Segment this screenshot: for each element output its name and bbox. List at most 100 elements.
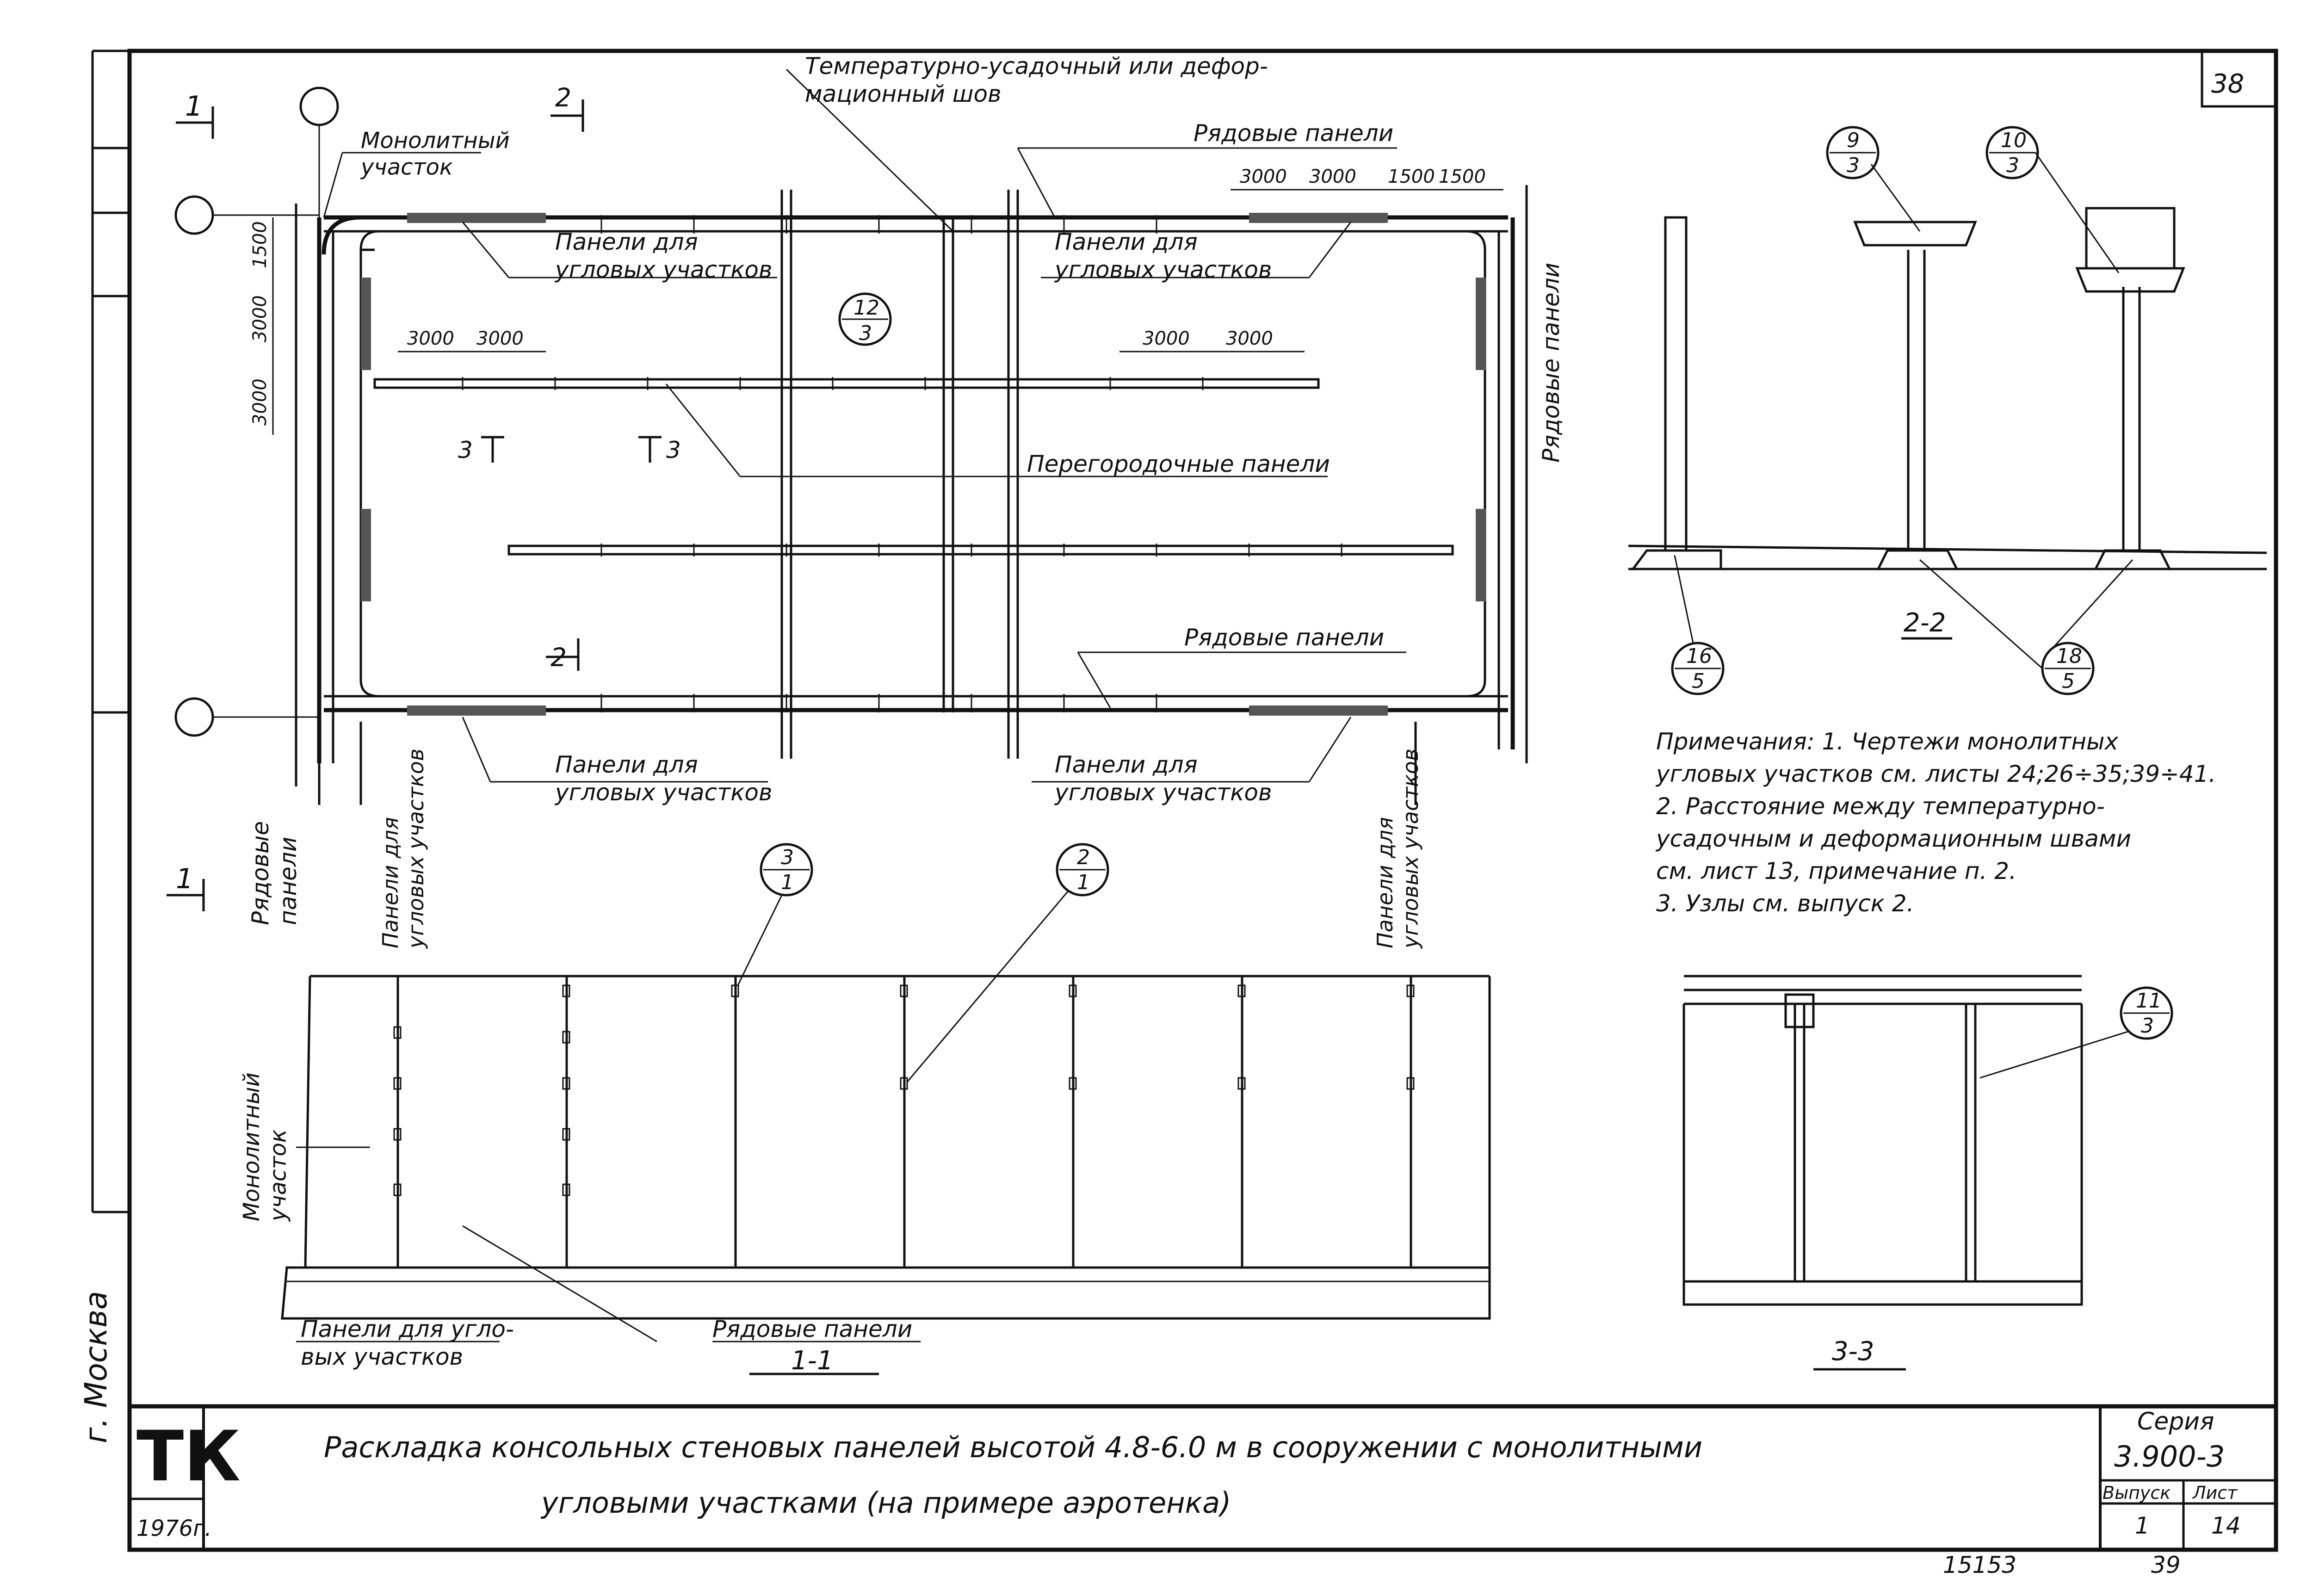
section-1-1: [281, 843, 1491, 1375]
title-block: [130, 1406, 2276, 1550]
series-value: 3.900-3: [2114, 1440, 2225, 1473]
text-line: участок: [266, 1129, 291, 1222]
label-row-panels-top: Рядовые панели: [1194, 120, 1393, 147]
text-line: Панели для: [1055, 229, 1198, 255]
series-label: Серия: [2137, 1408, 2214, 1435]
callout-3-den: 1: [781, 871, 794, 894]
section-3-3: [1682, 975, 2173, 1371]
note-line-3: 2. Расстояние между температурно-: [1656, 793, 2105, 820]
plan-section-mark-3-right: 3: [666, 437, 681, 464]
text-line: Панели для угло-: [301, 1316, 514, 1342]
label-corner-panels-vert-left: Панели дляугловых участков: [378, 749, 428, 949]
text-line: мационный шов: [805, 80, 1002, 107]
text-line: Панели для: [555, 751, 698, 778]
text-line: угловых участков: [1054, 779, 1272, 806]
callout-10-den: 3: [2006, 154, 2019, 177]
page-number: 38: [2211, 69, 2244, 99]
text-line: Панели для: [1055, 751, 1198, 778]
label-partition-panels: Перегородочные панели: [1027, 451, 1330, 477]
section-2-2: [1628, 126, 2267, 695]
dim-inner-right-1: 3000: [1143, 328, 1190, 349]
plan-section-mark-3-left: 3: [458, 437, 473, 464]
bottom-number-right: 39: [2151, 1552, 2181, 1578]
note-line-5: см. лист 13, примечание п. 2.: [1656, 858, 2016, 885]
text-line: Температурно-усадочный или дефор-: [805, 53, 1268, 80]
text-line: Монолитный: [239, 1072, 265, 1221]
callout-12-num: 12: [853, 296, 879, 320]
callout-12-den: 3: [859, 322, 872, 345]
callout-16-den: 5: [1692, 669, 1705, 693]
sheet-value: 14: [2211, 1512, 2241, 1539]
plan-section-mark-1-bottom: 1: [176, 863, 193, 895]
dim-top-3: 1500: [1388, 166, 1435, 187]
dim-inner-left-1: 3000: [407, 328, 454, 349]
sheet-frame: [91, 49, 2278, 1552]
issue-value: 1: [2135, 1512, 2150, 1539]
callout-18-num: 18: [2056, 644, 2082, 668]
dim-left-1: 1500: [249, 221, 271, 268]
plan-section-mark-2-top: 2: [555, 83, 571, 112]
callout-11-num: 11: [2136, 989, 2162, 1013]
callout-2-den: 1: [1077, 871, 1090, 894]
callout-10-num: 10: [2001, 129, 2027, 152]
text-line: угловых участков: [1054, 256, 1272, 283]
note-line-2: угловых участков см. листы 24;26÷35;39÷4…: [1655, 761, 2216, 787]
text-line: Рядовые: [247, 821, 274, 925]
text-line: угловых участков: [403, 749, 428, 949]
year-label: 1976г.: [136, 1516, 212, 1541]
plan-section-mark-1-top: 1: [185, 90, 203, 123]
title-line-1: Раскладка консольных стеновых панелей вы…: [324, 1430, 1702, 1464]
label-row-panels-left: Рядовыепанели: [247, 821, 302, 925]
dim-top-4: 1500: [1439, 166, 1486, 187]
callout-16-num: 16: [1686, 644, 1712, 668]
note-line-1: Примечания: 1. Чертежи монолитных: [1656, 728, 2119, 755]
bottom-number-left: 15153: [1943, 1552, 2016, 1578]
org-logo: ТК: [136, 1417, 241, 1497]
dim-inner-left-2: 3000: [476, 328, 524, 349]
text-line: угловых участков: [1398, 749, 1423, 949]
notes-block: Примечания: 1. Чертежи монолитных угловы…: [1655, 728, 2216, 917]
text-line: участок: [360, 155, 453, 180]
city-label: г. Москва: [78, 1291, 114, 1443]
section-3-3-title: 3-3: [1832, 1336, 1874, 1367]
label-row-panels-right: Рядовые панели: [1538, 263, 1565, 463]
text-line: угловых участков: [554, 256, 772, 283]
dim-top-1: 3000: [1240, 166, 1287, 187]
section-2-2-title: 2-2: [1904, 608, 1946, 638]
label-row-panels-mid: Рядовые панели: [1184, 624, 1384, 651]
dim-left-2: 3000: [249, 295, 271, 342]
label-row-section: Рядовые панели: [712, 1316, 912, 1342]
text-line: угловых участков: [554, 779, 772, 806]
callout-11-den: 3: [2141, 1014, 2154, 1038]
dim-top-2: 3000: [1309, 166, 1356, 187]
callout-9-num: 9: [1847, 129, 1860, 152]
title-line-2: угловыми участками (на примере аэротенка…: [540, 1486, 1231, 1520]
callout-12-circle: [838, 292, 892, 346]
label-monolith-section: Монолитныйучасток: [239, 1072, 291, 1222]
dim-left-3: 3000: [249, 378, 271, 426]
text-line: Монолитный: [361, 128, 510, 154]
sheet-label: Лист: [2192, 1483, 2238, 1503]
text-line: Панели для: [1373, 817, 1398, 948]
section-1-1-title: 1-1: [791, 1346, 833, 1376]
callout-18-den: 5: [2062, 669, 2075, 693]
text-line: Панели для: [378, 817, 403, 948]
text-line: панели: [275, 837, 302, 925]
note-line-4: усадочным и деформационным швами: [1655, 825, 2131, 852]
callout-2-num: 2: [1077, 846, 1090, 869]
text-line: вых участков: [301, 1343, 463, 1370]
note-line-6: 3. Узлы см. выпуск 2.: [1656, 890, 1914, 917]
label-corner-panels-vert-right: Панели дляугловых участков: [1373, 749, 1423, 949]
label-corner-section: Панели для угло-вых участков: [301, 1316, 514, 1370]
issue-label: Выпуск: [2103, 1483, 2171, 1503]
callout-9-den: 3: [1847, 154, 1860, 177]
label-seam: Температурно-усадочный или дефор-мационн…: [805, 53, 1268, 107]
text-line: Панели для: [555, 229, 698, 255]
callout-3-num: 3: [781, 846, 794, 869]
